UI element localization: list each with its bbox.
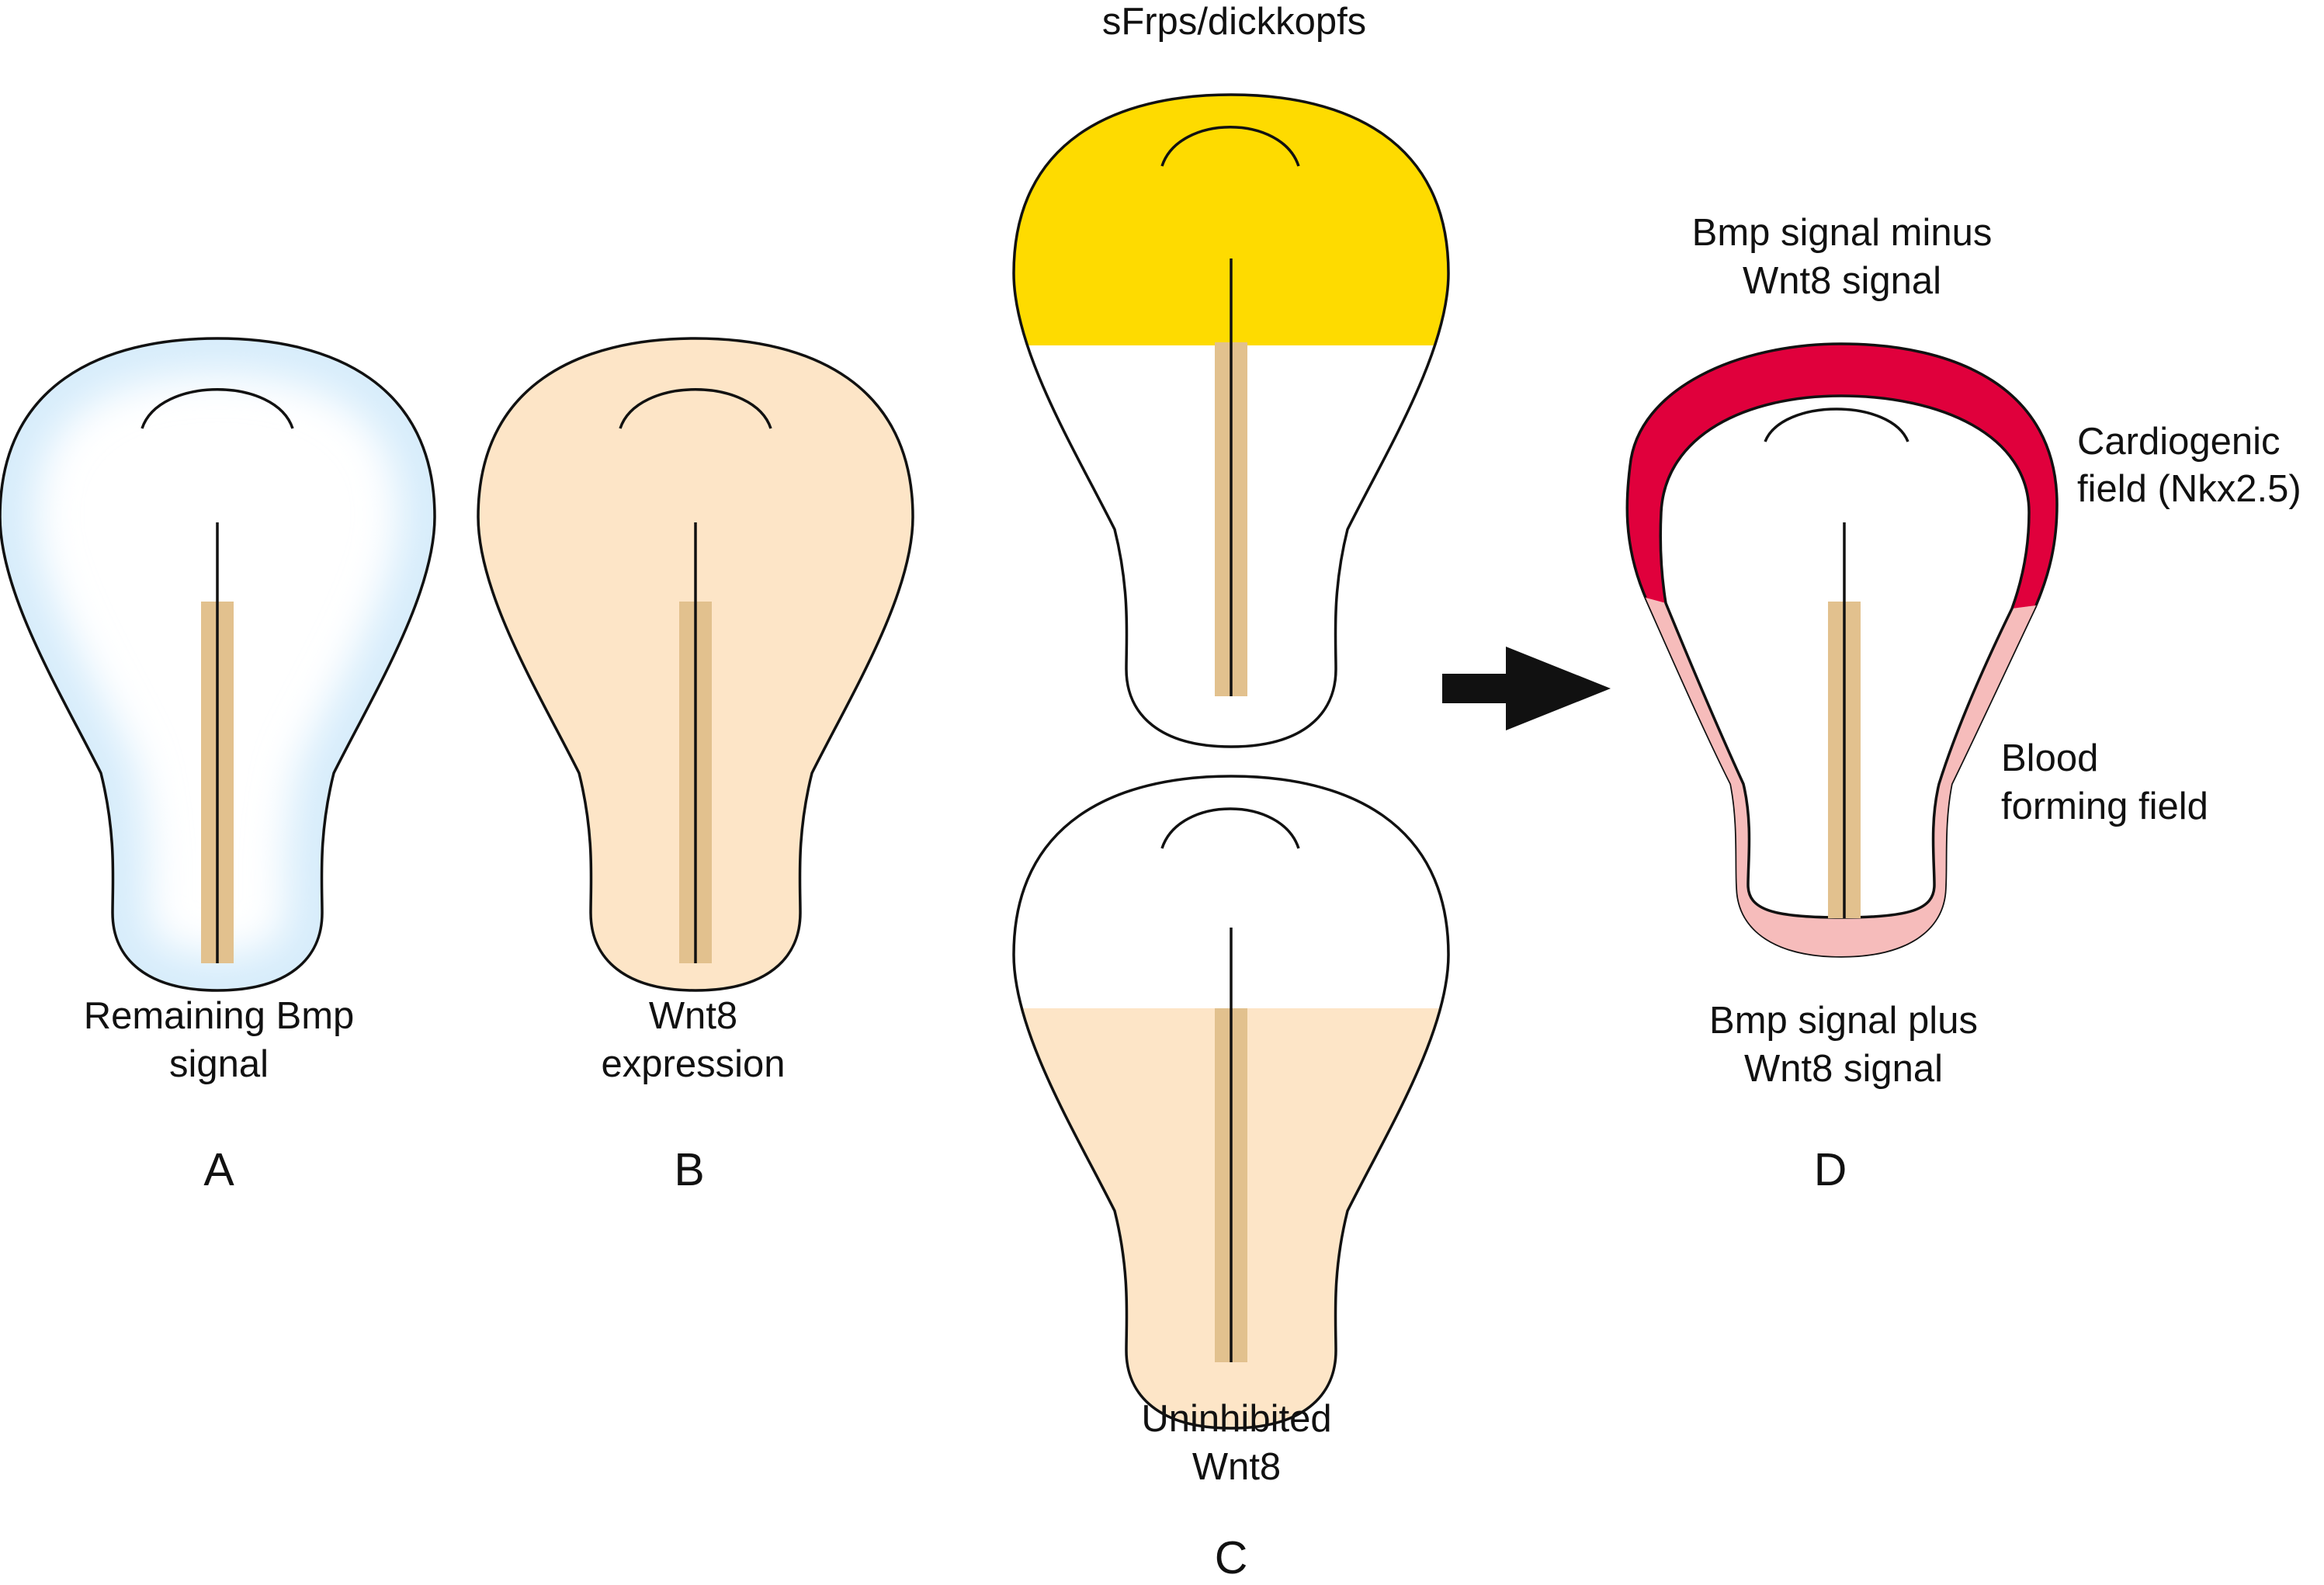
caption-line-1: Uninhibited — [1141, 1398, 1331, 1440]
cardiogenic-field — [1627, 344, 2057, 609]
head-fold — [619, 388, 772, 429]
panel-d: Bmp signal minus Wnt8 signal Cardiogenic… — [1625, 212, 2301, 1195]
blood-label-line-1: Blood — [2001, 737, 2098, 779]
cardiogenic-label-line-1: Cardiogenic — [2077, 421, 2281, 463]
bottom-label-line-2: Wnt8 signal — [1744, 1048, 1943, 1090]
panel-letter: B — [674, 1144, 704, 1195]
head-fold — [1160, 126, 1300, 167]
sfrps-dickkopfs-region — [1014, 95, 1448, 345]
cardiogenic-field-outer-edge — [1625, 342, 2059, 606]
panel-letter: C — [1215, 1532, 1248, 1583]
top-label-line-2: Wnt8 signal — [1743, 260, 1941, 302]
panel-letter: D — [1814, 1144, 1847, 1195]
head-fold — [140, 388, 294, 429]
panel-letter: A — [203, 1144, 234, 1195]
right-arrow-icon — [1442, 647, 1611, 730]
sfrps-label: sFrps/dickkopfs — [1102, 1, 1366, 43]
top-label-line-1: Bmp signal minus — [1692, 212, 1993, 254]
caption-line-2: expression — [602, 1043, 786, 1085]
head-fold — [1764, 408, 1909, 442]
panel-c-bottom-embryo: Uninhibited Wnt8 C — [1012, 775, 1450, 1583]
caption-line-1: Wnt8 — [649, 995, 737, 1037]
caption-line-2: signal — [169, 1043, 269, 1085]
caption-line-2: Wnt8 — [1192, 1446, 1281, 1488]
bottom-label-line-1: Bmp signal plus — [1709, 1000, 1978, 1042]
cardiogenic-label-line-2: field (Nkx2.5) — [2077, 468, 2301, 510]
caption-line-1: Remaining Bmp — [84, 995, 355, 1037]
head-fold — [1160, 807, 1300, 849]
panel-b: Wnt8 expression B — [477, 337, 914, 1195]
blood-forming-field-fill-outer — [1646, 598, 2036, 956]
blood-label-line-2: forming field — [2001, 786, 2208, 827]
panel-c-top-embryo: sFrps/dickkopfs — [1012, 1, 1450, 748]
panel-a: Remaining Bmp signal A — [0, 337, 436, 1195]
